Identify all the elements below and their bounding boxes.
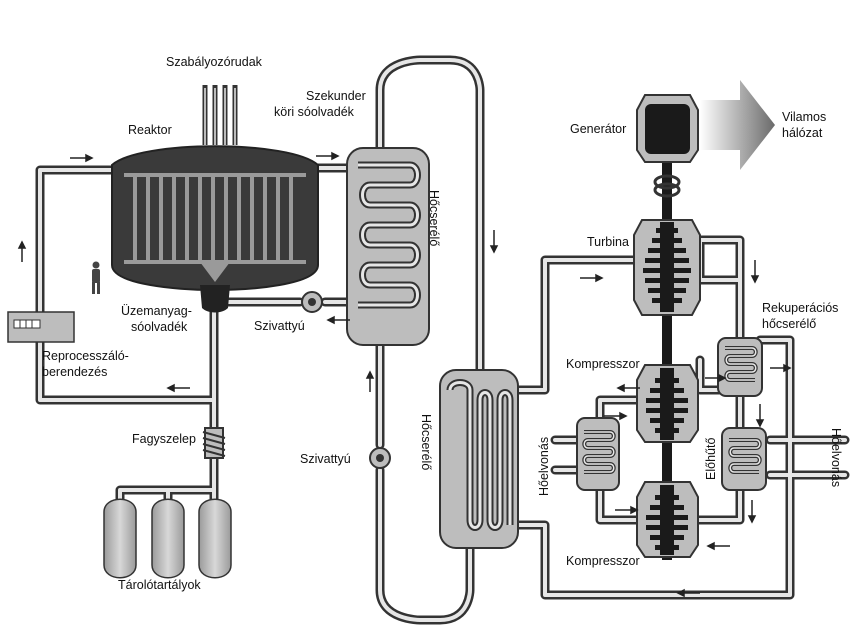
label-storage-tanks: Tárolótartályok: [118, 578, 201, 592]
pump-icon: [301, 291, 323, 313]
arrow-icon: [676, 588, 700, 598]
label-pump-1: Szivattyú: [254, 319, 305, 333]
storage-tanks: [103, 498, 232, 579]
compressor-2: [636, 481, 699, 558]
label-compressor-1: Kompresszor: [566, 357, 640, 371]
label-heat-sink-right: Hőelvonás: [829, 428, 843, 487]
label-freeze-valve: Fagyszelep: [132, 432, 196, 446]
recuperator: [717, 337, 763, 397]
label-grid-1: Vilamos: [782, 110, 826, 124]
precooler: [721, 427, 767, 491]
arrow-icon: [615, 505, 639, 515]
arrow-icon: [616, 383, 640, 393]
arrow-icon: [489, 230, 499, 254]
arrow-icon: [770, 363, 792, 373]
generator: [636, 94, 699, 198]
label-heat-sink-left: Hőelvonás: [537, 437, 551, 496]
reactor: [111, 85, 319, 313]
turbine: [633, 219, 701, 316]
arrow-icon: [750, 260, 760, 284]
shaft: [662, 160, 672, 560]
arrow-icon: [70, 153, 94, 163]
pump-icon: [369, 447, 391, 469]
label-fuel-salt-1: Üzemanyag-: [121, 304, 192, 318]
arrow-icon: [326, 315, 350, 325]
grid-arrow-icon: [700, 80, 775, 170]
label-recuperator-2: hőcserélő: [762, 317, 816, 331]
label-turbine: Turbina: [587, 235, 629, 249]
heat-exchanger-2: [439, 369, 519, 549]
flow-arrows: [17, 151, 792, 598]
arrow-icon: [580, 273, 604, 283]
label-precooler: Előhűtő: [704, 438, 718, 480]
label-reactor: Reaktor: [128, 123, 172, 137]
label-secondary-salt-1: Szekunder: [306, 89, 366, 103]
fuel-funnel: [200, 262, 230, 282]
arrow-icon: [166, 383, 190, 393]
label-heat-exchanger-1: Hőcserélő: [427, 190, 441, 246]
valve-coil-icon: [202, 427, 226, 459]
person-icon: [92, 261, 100, 294]
heat-exchanger-1: [346, 147, 430, 346]
arrow-icon: [705, 373, 727, 383]
label-secondary-salt-2: köri sóolvadék: [274, 105, 355, 119]
label-control-rods: Szabályozórudak: [166, 55, 263, 69]
label-grid-2: hálózat: [782, 126, 823, 140]
control-rods: [202, 85, 238, 145]
labels: Szabályozórudak Reaktor Szekunder köri s…: [42, 55, 843, 592]
arrow-icon: [365, 370, 375, 392]
reprocessing-unit: [7, 311, 75, 343]
label-recuperator-1: Rekuperációs: [762, 301, 838, 315]
arrow-icon: [747, 500, 757, 524]
label-fuel-salt-2: sóolvadék: [131, 320, 188, 334]
arrow-icon: [755, 404, 765, 428]
label-heat-exchanger-2: Hőcserélő: [419, 414, 433, 470]
label-reprocessing-1: Reprocesszáló-: [42, 349, 129, 363]
arrow-icon: [316, 151, 340, 161]
intercooler: [576, 417, 620, 491]
arrow-icon: [706, 541, 730, 551]
compressor-1: [636, 364, 699, 443]
arrow-icon: [17, 240, 27, 262]
arrow-icon: [604, 411, 628, 421]
label-reprocessing-2: berendezés: [42, 365, 107, 379]
label-generator: Generátor: [570, 122, 626, 136]
reactor-outlet: [200, 285, 230, 313]
label-pump-2: Szivattyú: [300, 452, 351, 466]
label-compressor-2: Kompresszor: [566, 554, 640, 568]
